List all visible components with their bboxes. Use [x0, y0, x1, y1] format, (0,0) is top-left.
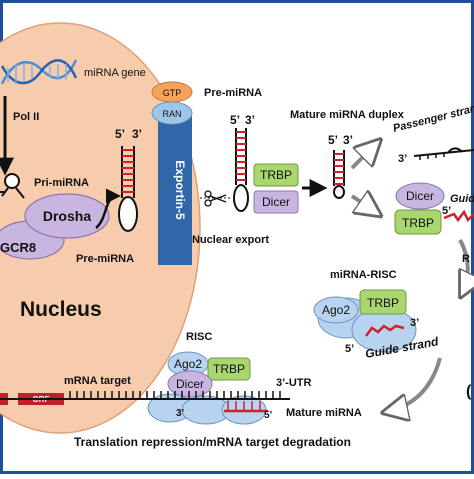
pre-mirna-cyto-3prime: 3’ [245, 113, 255, 127]
trbp-label-1: TRBP [260, 168, 292, 182]
dicer-label-3: Dicer [176, 377, 204, 391]
pre-mirna-hairpin-nucleus [118, 146, 138, 232]
processing-arrow [95, 188, 121, 229]
nucleus-label: Nucleus [20, 298, 102, 321]
drosha-protein [24, 193, 110, 239]
gtp-label: GTP [163, 88, 182, 98]
guide-5prime: 5’ [442, 205, 451, 217]
loading-arrow [460, 239, 468, 294]
dgcr8-label: GCR8 [0, 240, 36, 255]
ran-label: RAN [162, 109, 181, 119]
passenger-3prime: 3’ [398, 153, 407, 165]
duplex-3prime: 3’ [343, 133, 353, 147]
mature-duplex-hairpin [333, 150, 345, 199]
exportin5-channel [158, 115, 192, 265]
pre-mirna-cyto-label: Pre-miRNA [204, 87, 262, 99]
duplex-5prime: 5’ [328, 133, 338, 147]
passenger-strand-label: Passenger stran [392, 102, 474, 134]
mrna-bases [69, 391, 281, 399]
mature-duplex-label: Mature miRNA duplex [290, 109, 405, 121]
pre-mirna-nucleus-label: Pre-miRNA [76, 253, 134, 265]
dicer-label-2: Dicer [406, 189, 434, 203]
trbp-label-3: TRBP [367, 296, 399, 310]
right-edge-letter-2: ( [466, 383, 472, 400]
pre-mirna-nucleus-3prime: 3’ [132, 127, 142, 141]
risc-label: RISC [186, 331, 212, 343]
right-edge-letter-1: R [462, 253, 470, 265]
guide-partial-label: Guid [450, 193, 474, 205]
pol2-label: Pol II [13, 111, 39, 123]
ago2-label-2: Ago2 [174, 357, 202, 371]
trbp-label-4: TRBP [213, 362, 245, 376]
pri-mirna-label: Pri-miRNA [34, 177, 89, 189]
trbp-protein-1 [253, 163, 299, 187]
dicer-protein-1 [253, 190, 299, 214]
ago2-protein-1 [313, 296, 359, 324]
three-utr-label: 3’-UTR [276, 377, 312, 389]
mature-mirna-label: Mature miRNA [286, 407, 362, 419]
risc-3prime: 3’ [410, 317, 419, 329]
trbp-protein-3 [359, 289, 407, 315]
exportin5-label: Exportin-5 [173, 160, 187, 220]
dicer-label-1: Dicer [262, 195, 290, 209]
mirna-risc-label: miRNA-RISC [330, 269, 397, 281]
dicer-protein-2 [395, 182, 445, 210]
passenger-strand [413, 147, 474, 160]
bound-mirna-bases [227, 401, 261, 411]
pre-mirna-cyto-5prime: 5’ [230, 113, 240, 127]
risc-guide-rna [365, 324, 405, 337]
ran-protein [151, 101, 193, 125]
mrna-target-label: mRNA target [64, 375, 131, 387]
pre-mirna-hairpin-cytoplasm [233, 128, 249, 212]
bound-3prime: 3’ [176, 408, 185, 419]
pri-mirna-hairpin [0, 173, 25, 199]
passenger-arrow [350, 142, 378, 170]
nuclear-export-label: Nuclear export [192, 234, 269, 246]
pre-mirna-nucleus-5prime: 5’ [115, 127, 125, 141]
risc-5prime: 5’ [345, 343, 354, 355]
trbp-protein-2 [394, 209, 442, 235]
trbp-protein-4 [207, 357, 251, 381]
mirna-gene-label: miRNA gene [84, 67, 146, 79]
drosha-label: Drosha [43, 208, 91, 224]
dna-helix-icon [0, 59, 78, 85]
guide-strand-fragment [443, 209, 474, 223]
guide-arrow [350, 196, 378, 214]
dicer-protein-3 [167, 370, 213, 398]
bound-5prime: 5’ [264, 410, 273, 421]
targeting-arrow [386, 357, 442, 412]
translation-repression-label: Translation repression/mRNA target degra… [74, 435, 351, 449]
trbp-label-2: TRBP [402, 216, 434, 230]
ago2-label-1: Ago2 [322, 303, 350, 317]
